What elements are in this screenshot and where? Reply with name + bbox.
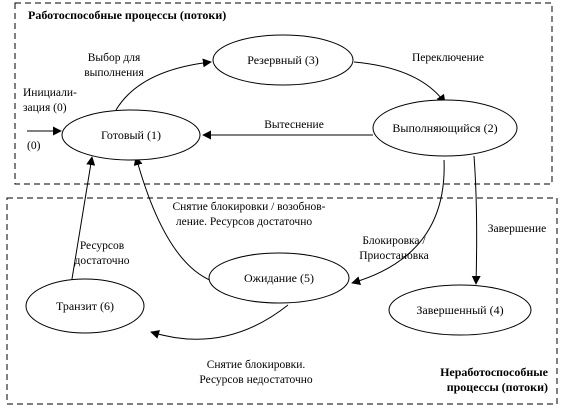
state-transit: Транзит (6): [25, 278, 145, 334]
state-ready-label: Готовый (1): [101, 128, 161, 142]
state-ready: Готовый (1): [61, 109, 201, 161]
state-finished-label: Завершенный (4): [416, 303, 503, 317]
state-waiting-label: Ожидание (5): [244, 271, 314, 285]
state-waiting: Ожидание (5): [208, 252, 350, 304]
block-arrow: [351, 159, 445, 286]
state-running-label: Выполняющийся (2): [392, 121, 497, 135]
unblock-arrow: [133, 156, 213, 282]
nonoperational-region-box: [6, 197, 558, 405]
complete-arrow: [471, 155, 481, 285]
state-running: Выполняющийся (2): [372, 99, 518, 157]
unblock-insufficient-label-line1: Снятие блокировки.: [207, 359, 306, 371]
state-reserve-label: Резервный (3): [247, 53, 319, 67]
resources-arrow: [70, 156, 96, 286]
init-label-line2: зация (0): [23, 102, 67, 114]
switch-arrow: [353, 61, 446, 104]
state-reserve: Резервный (3): [212, 34, 354, 86]
complete-label: Завершение: [488, 223, 546, 235]
state-finished: Завершенный (4): [388, 284, 532, 336]
unblock-label-line2: ление. Ресурсов достаточно: [176, 216, 312, 228]
select-label-line2: выполнения: [84, 67, 144, 79]
unblock-insufficient-arrow: [150, 304, 289, 340]
init-zero-label: (0): [27, 140, 41, 152]
state-transit-label: Транзит (6): [56, 299, 114, 313]
unblock-insufficient-label-line2: Ресурсов недостаточно: [199, 374, 313, 386]
resources-label-line2: достаточно: [75, 255, 130, 267]
nonoperational-region-title-line2: процессы (потоки): [447, 380, 548, 394]
nonoperational-region-title-line1: Неработоспособные: [440, 365, 549, 379]
init-label-line1: Инициали-: [23, 87, 77, 99]
operational-region-box: [14, 2, 553, 185]
block-label-line1: Блокировка /: [362, 235, 426, 247]
select-label-line1: Выбор для: [88, 52, 141, 64]
resources-label-line1: Ресурсов: [80, 240, 125, 252]
operational-region-title: Работоспособные процессы (потоки): [28, 8, 226, 22]
switch-label: Переключение: [412, 52, 484, 64]
unblock-label-line1: Снятие блокировки / возобнов-: [172, 201, 325, 213]
block-label-line2: Приостановка: [359, 250, 428, 262]
select-arrow: [115, 58, 212, 111]
preempt-label: Вытеснение: [264, 119, 324, 131]
